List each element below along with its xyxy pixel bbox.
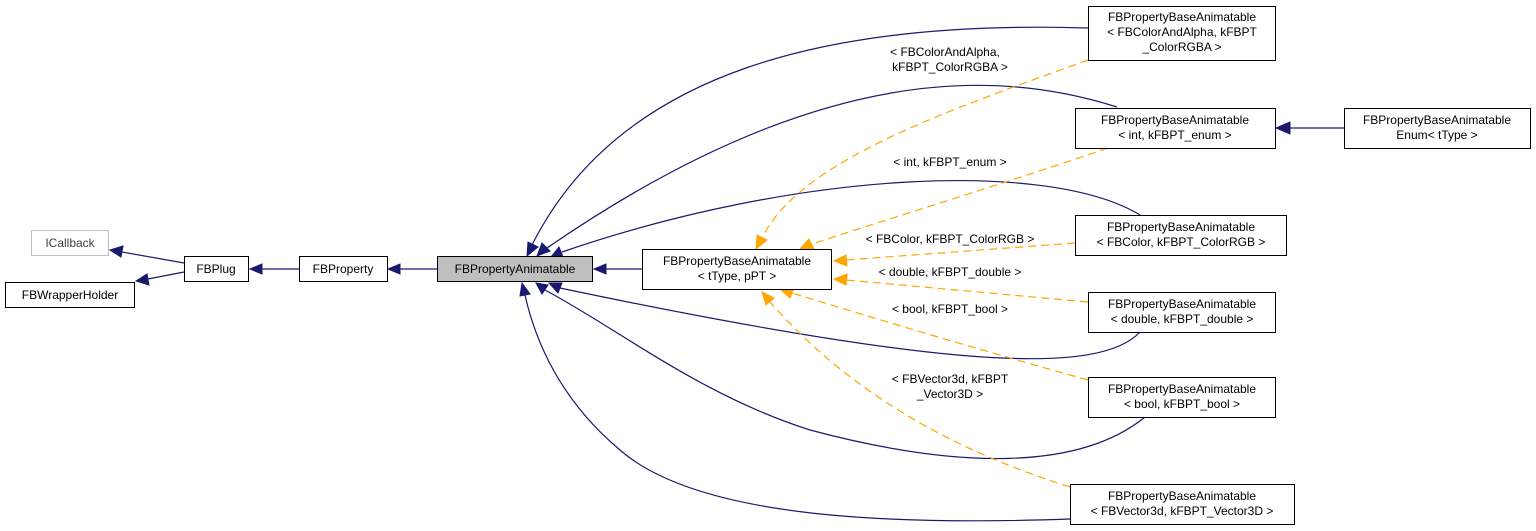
node-fbwrapperholder[interactable]: FBWrapperHolder [5, 282, 135, 308]
arrowhead-icallback [108, 245, 124, 258]
edge-label-color-rgb: < FBColor, kFBPT_ColorRGB > [866, 232, 1035, 246]
node-label: FBWrapperHolder [22, 288, 118, 302]
template-arrowhead-2 [798, 238, 815, 250]
template-arrowhead-1 [755, 234, 768, 251]
node-vector3d[interactable]: FBPropertyBaseAnimatable < FBVector3d, k… [1070, 484, 1295, 525]
node-label-line2: < double, kFBPT_double > [1111, 312, 1254, 326]
arrowhead-animatable-bottom-1 [547, 282, 563, 294]
node-fbproperty[interactable]: FBProperty [299, 256, 388, 282]
template-edge-bool [791, 292, 1089, 381]
edge-label-bool: < bool, kFBPT_bool > [892, 302, 1008, 316]
node-fbplug[interactable]: FBPlug [184, 256, 249, 282]
node-label-line3: _ColorRGBA > [1141, 40, 1221, 54]
node-label-line2: Enum< tType > [1396, 128, 1477, 142]
edge-color-rgb-to-animatable [561, 180, 1141, 253]
node-label-line1: FBPropertyBaseAnimatable [1108, 297, 1256, 311]
arrowhead-fbproperty [386, 263, 401, 275]
template-edge-int-enum [811, 147, 1109, 245]
arrowhead-animatable-bottom-2 [535, 282, 549, 295]
node-label-line2: < FBColorAndAlpha, kFBPT [1107, 25, 1257, 39]
node-color-alpha[interactable]: FBPropertyBaseAnimatable < FBColorAndAlp… [1088, 6, 1276, 61]
node-double[interactable]: FBPropertyBaseAnimatable < double, kFBPT… [1088, 292, 1276, 333]
node-bool[interactable]: FBPropertyBaseAnimatable < bool, kFBPT_b… [1088, 377, 1276, 418]
node-label-line2: < int, kFBPT_enum > [1118, 128, 1231, 142]
edge-label-color-alpha-line1: < FBColorAndAlpha, [890, 45, 1000, 59]
node-label-line2: < bool, kFBPT_bool > [1124, 397, 1240, 411]
inheritance-edges [108, 26, 1344, 522]
template-edge-double [845, 279, 1089, 303]
template-arrowhead-6 [761, 291, 775, 306]
arrowhead-animatable-bottom-3 [519, 281, 531, 297]
edge-bool-to-animatable [544, 289, 1146, 460]
node-label: FBPropertyAnimatable [455, 262, 576, 276]
node-label-line1: FBPropertyBaseAnimatable [1101, 113, 1249, 127]
node-label-line1: FBPropertyBaseAnimatable [663, 254, 811, 268]
edge-labels: < FBColorAndAlpha, kFBPT_ColorRGBA > < i… [866, 45, 1035, 401]
node-color-rgb[interactable]: FBPropertyBaseAnimatable < FBColor, kFBP… [1075, 215, 1287, 256]
template-edges [755, 59, 1109, 488]
node-label: FBProperty [313, 262, 374, 276]
node-label-line2: < FBVector3d, kFBPT_Vector3D > [1091, 504, 1274, 518]
edge-fbplug-to-icallback [121, 251, 185, 264]
node-int-enum[interactable]: FBPropertyBaseAnimatable < int, kFBPT_en… [1075, 108, 1276, 149]
edge-label-vector3d-line1: < FBVector3d, kFBPT [892, 372, 1009, 386]
edge-label-int-enum: < int, kFBPT_enum > [893, 155, 1006, 169]
arrowhead-animatable-right [592, 263, 607, 275]
arrowhead-int-enum [1274, 121, 1291, 135]
edge-int-enum-to-animatable [546, 84, 1118, 249]
template-edge-vector3d [769, 301, 1071, 488]
edge-vector3d-to-animatable [524, 294, 1071, 522]
node-label-line1: FBPropertyBaseAnimatable [1108, 382, 1256, 396]
node-label: FBPlug [196, 262, 235, 276]
node-fbpropertyanimatable[interactable]: FBPropertyAnimatable [437, 256, 593, 282]
node-label: ICallback [45, 236, 95, 250]
node-label-line2: < FBColor, kFBPT_ColorRGB > [1097, 235, 1266, 249]
edge-color-alpha-to-animatable [531, 26, 1089, 246]
arrowhead-animatable-top-1 [526, 241, 539, 258]
node-enum-ttype[interactable]: FBPropertyBaseAnimatable Enum< tType > [1344, 108, 1531, 149]
edge-double-to-animatable [559, 287, 1141, 360]
template-arrowhead-4 [832, 273, 848, 286]
edge-fbplug-to-fbwrapperholder [147, 271, 185, 280]
node-label-line2: < tType, pPT > [698, 269, 777, 283]
arrowhead-fbplug [248, 263, 263, 275]
node-label-line1: FBPropertyBaseAnimatable [1107, 220, 1255, 234]
node-label-line1: FBPropertyBaseAnimatable [1108, 10, 1256, 24]
template-edge-color-alpha [761, 59, 1089, 239]
edge-label-double: < double, kFBPT_double > [879, 265, 1022, 279]
node-base-template[interactable]: FBPropertyBaseAnimatable < tType, pPT > [642, 249, 832, 290]
node-label-line1: FBPropertyBaseAnimatable [1108, 489, 1256, 503]
node-label-line1: FBPropertyBaseAnimatable [1363, 113, 1511, 127]
arrowhead-fbwrapperholder [134, 273, 150, 286]
arrowhead-animatable-top-3 [549, 246, 564, 258]
edge-label-vector3d-line2: _Vector3D > [916, 387, 983, 401]
template-arrowhead-3 [832, 254, 848, 267]
node-icallback[interactable]: ICallback [31, 230, 109, 256]
arrowhead-animatable-top-2 [536, 242, 551, 257]
edge-label-color-alpha-line2: kFBPT_ColorRGBA > [892, 60, 1008, 74]
